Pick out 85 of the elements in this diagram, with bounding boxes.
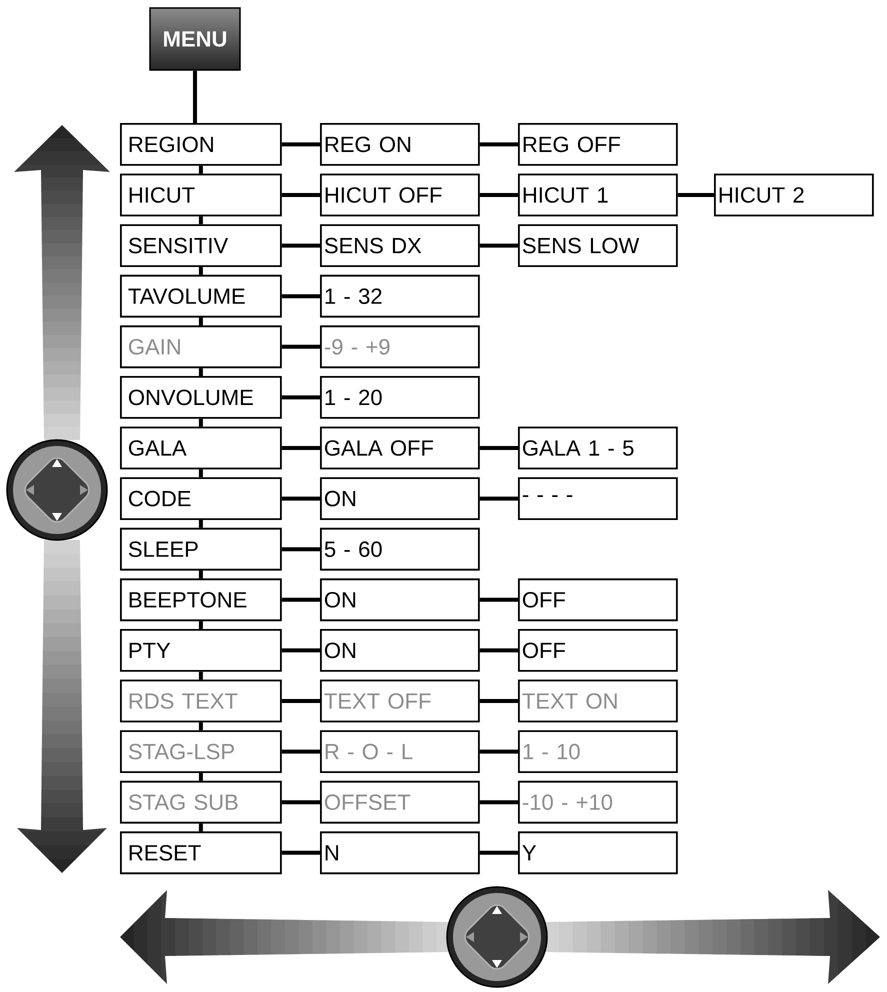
menu-box: - - - - — [518, 477, 678, 520]
connector-line — [282, 142, 320, 146]
connector-line — [198, 166, 203, 174]
connector-line — [282, 750, 320, 754]
connector-line — [198, 418, 203, 427]
menu-box: TEXT ON — [518, 680, 678, 722]
menu-box: REG ON — [320, 123, 480, 166]
menu-box: HICUT 1 — [518, 174, 678, 216]
connector-line — [480, 699, 518, 703]
connector-line — [480, 446, 518, 450]
connector-line — [198, 368, 203, 376]
menu-box: SENS LOW — [518, 224, 678, 267]
connector-line — [198, 520, 203, 528]
menu-box: -10 - +10 — [518, 780, 678, 824]
connector-line — [198, 267, 203, 275]
menu-box: REGION — [120, 123, 282, 166]
connector-line — [198, 318, 203, 326]
connector-line — [282, 344, 320, 349]
connector-line — [282, 598, 320, 602]
menu-box: ON — [320, 629, 480, 672]
menu-box: BEEPTONE — [120, 578, 282, 622]
menu-box: TAVOLUME — [120, 274, 282, 318]
connector-line — [480, 800, 518, 804]
connector-line — [282, 446, 320, 450]
connector-line — [282, 850, 320, 855]
menu-box: RESET — [120, 831, 282, 874]
menu-box: SENSITIV — [120, 224, 282, 267]
menu-box: 1 - 10 — [518, 730, 678, 773]
connector-line — [282, 699, 320, 703]
connector-line — [282, 395, 320, 400]
connector-line — [480, 244, 518, 248]
connector-line — [198, 621, 203, 629]
connector-line — [480, 193, 518, 197]
connector-line — [678, 193, 714, 197]
menu-box: HICUT — [120, 174, 282, 216]
menu-box: 1 - 20 — [320, 376, 480, 419]
menu-box: OFF — [518, 629, 678, 672]
connector-line — [198, 469, 203, 478]
connector-line — [480, 496, 518, 501]
connector-line — [480, 648, 518, 652]
menu-box: TEXT OFF — [320, 680, 480, 722]
menu-box: ON — [320, 578, 480, 622]
connector-line — [480, 598, 518, 602]
menu-box: OFFSET — [320, 780, 480, 824]
connector-line — [282, 648, 320, 652]
connector-line — [282, 547, 320, 552]
menu-box: ON — [320, 477, 480, 520]
menu-box: 1 - 32 — [320, 274, 480, 318]
connector-line — [282, 294, 320, 298]
connector-line — [480, 142, 518, 146]
connector-line — [282, 244, 320, 248]
connector-line — [198, 672, 203, 680]
menu-box: GALA 1 - 5 — [518, 426, 678, 470]
menu-box: STAG SUB — [120, 780, 282, 824]
menu-box: PTY — [120, 629, 282, 672]
connector-line — [193, 70, 197, 123]
menu-box: GALA OFF — [320, 426, 480, 470]
connector-line — [282, 193, 320, 197]
menu-box: 5 - 60 — [320, 528, 480, 571]
menu-box: SENS DX — [320, 224, 480, 267]
menu-box: Y — [518, 831, 678, 874]
menu-box: GAIN — [120, 325, 282, 368]
menu-box: RDS TEXT — [120, 680, 282, 722]
connector-line — [198, 773, 203, 781]
menu-box: HICUT 2 — [714, 174, 874, 216]
menu-box: ONVOLUME — [120, 376, 282, 419]
menu-box: GALA — [120, 426, 282, 470]
menu-button: MENU — [149, 7, 241, 71]
connector-line — [282, 496, 320, 501]
menu-box: STAG-LSP — [120, 730, 282, 773]
connector-line — [198, 216, 203, 224]
menu-box: HICUT OFF — [320, 174, 480, 216]
connector-line — [198, 722, 203, 730]
connector-line — [282, 800, 320, 804]
connector-line — [480, 850, 518, 855]
menu-box: R - O - L — [320, 730, 480, 773]
menu-box: CODE — [120, 477, 282, 520]
connector-line — [480, 750, 518, 754]
menu-box: REG OFF — [518, 123, 678, 166]
menu-box: N — [320, 831, 480, 874]
menu-box: SLEEP — [120, 528, 282, 571]
connector-line — [198, 824, 203, 832]
menu-box: OFF — [518, 578, 678, 622]
menu-box: -9 - +9 — [320, 325, 480, 368]
connector-line — [198, 570, 203, 578]
